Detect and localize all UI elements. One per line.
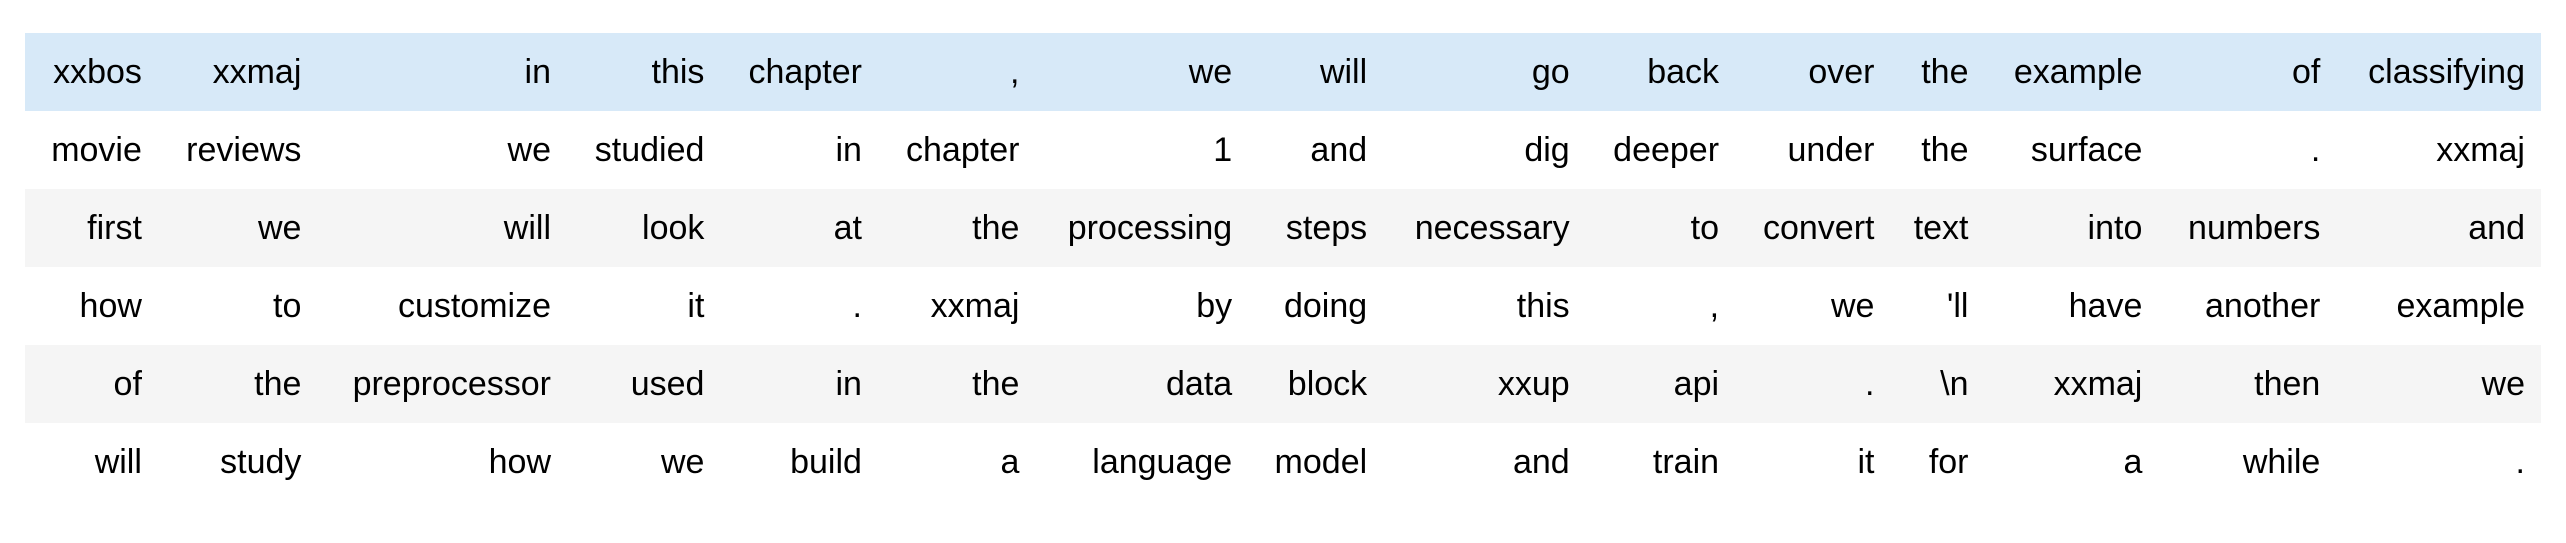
token-cell: to (1690, 209, 1720, 247)
token-cell: studied (594, 131, 705, 169)
token-cell: customize (397, 287, 551, 325)
token-cell: api (1673, 365, 1720, 403)
token-cell: we (507, 131, 551, 169)
token-cell: classifying (2368, 53, 2525, 91)
token-cell: a (1000, 443, 1020, 481)
token-cell: example (2396, 287, 2525, 325)
token-cell: will (94, 443, 142, 481)
token-cell: . (2515, 443, 2525, 481)
token-cell: we (257, 209, 302, 247)
token-cell: go (1531, 53, 1570, 91)
token-cell: used (630, 365, 705, 403)
token-cell: text (1913, 209, 1969, 247)
token-cell: build (790, 443, 862, 481)
token-cell: another (2205, 287, 2321, 325)
token-cell: deeper (1613, 131, 1720, 169)
token-cell: of (113, 365, 142, 403)
token-cell: at (833, 209, 862, 247)
token-cell: in (524, 53, 551, 91)
token-cell: xxmaj (930, 287, 1020, 325)
token-cell: reviews (186, 131, 302, 169)
token-cell: the (254, 365, 302, 403)
token-cell: study (220, 443, 302, 481)
token-cell: the (972, 365, 1020, 403)
token-cell: xxup (1497, 365, 1570, 403)
token-cell: numbers (2188, 209, 2321, 247)
token-cell: we (1831, 287, 1875, 325)
token-cell: 1 (1213, 131, 1233, 169)
token-cell: in (835, 365, 862, 403)
token-cell: the (972, 209, 1020, 247)
token-cell: first (87, 209, 142, 247)
token-cell: this (1516, 287, 1570, 325)
token-cell: data (1166, 365, 1233, 403)
token-cell: language (1092, 443, 1233, 481)
token-cell: block (1287, 365, 1368, 403)
token-cell: train (1652, 443, 1720, 481)
token-cell: to (273, 287, 302, 325)
token-cell: and (2468, 209, 2525, 247)
token-cell: the (1921, 131, 1969, 169)
table-row: first we will look at the processing steps neces… (25, 189, 2541, 267)
token-cell: the (1921, 53, 1969, 91)
token-cell: , (1709, 287, 1720, 325)
token-cell: chapter (906, 131, 1020, 169)
token-cell: xxmaj (2053, 365, 2143, 403)
token-cell: dig (1524, 131, 1570, 169)
table-row: xxbos xxmaj in this chapter, we will go back over… (25, 33, 2541, 111)
token-table: xxbos xxmaj in this chapter, we will go back over… (25, 33, 2541, 501)
token-cell: look (642, 209, 705, 247)
token-cell: how (79, 287, 142, 325)
token-cell: while (2242, 443, 2321, 481)
token-cell: and (1310, 131, 1368, 169)
table-row: movie reviews we studied in chapter 1 and dig dee… (25, 111, 2541, 189)
token-cell: we (2481, 365, 2525, 403)
token-cell: this (651, 53, 705, 91)
token-cell: surface (2030, 131, 2143, 169)
token-cell: into (2087, 209, 2143, 247)
token-cell: , (1009, 53, 1020, 91)
token-cell: convert (1762, 209, 1875, 247)
token-cell: example (2013, 53, 2143, 91)
token-cell: will (1319, 53, 1368, 91)
token-cell: it (687, 287, 705, 325)
token-cell: movie (51, 131, 142, 169)
token-cell: xxmaj (2436, 131, 2525, 169)
token-cell: we (660, 443, 705, 481)
token-cell: preprocessor (352, 365, 551, 403)
token-cell: xxmaj (212, 53, 302, 91)
token-cell: steps (1285, 209, 1368, 247)
token-cell: have (2068, 287, 2143, 325)
token-cell: in (835, 131, 862, 169)
token-cell: . (852, 287, 862, 325)
token-cell: over (1808, 53, 1875, 91)
token-cell: . (1865, 365, 1875, 403)
token-cell: doing (1283, 287, 1368, 325)
token-cell: and (1512, 443, 1570, 481)
token-cell: a (2123, 443, 2143, 481)
token-cell: \n (1940, 365, 1969, 403)
token-cell: for (1928, 443, 1969, 481)
token-table-body: xxbos xxmaj in this chapter, we will go back over… (25, 33, 2541, 501)
token-cell: . (2310, 131, 2321, 169)
token-cell: model (1274, 443, 1368, 481)
token-cell: xxbos (53, 53, 142, 91)
token-cell: then (2254, 365, 2321, 403)
table-row: how to customize it. xxmaj by doing this, we 'll h… (25, 267, 2541, 345)
token-cell: under (1787, 131, 1875, 169)
token-cell: processing (1067, 209, 1233, 247)
notebook-output-area: xxbos xxmaj in this chapter, we will go back over… (25, 33, 2541, 501)
token-cell: it (1857, 443, 1875, 481)
table-row: will study how we build a language model and trai… (25, 423, 2541, 501)
token-cell: 'll (1946, 287, 1969, 325)
token-cell: of (2291, 53, 2321, 91)
token-cell: chapter (748, 53, 862, 91)
token-cell: necessary (1414, 209, 1570, 247)
token-cell: will (503, 209, 551, 247)
token-cell: how (488, 443, 551, 481)
token-cell: by (1196, 287, 1233, 325)
token-cell: back (1647, 53, 1720, 91)
table-row: of the preprocessor used in the data block xxup a… (25, 345, 2541, 423)
token-cell: we (1188, 53, 1233, 91)
